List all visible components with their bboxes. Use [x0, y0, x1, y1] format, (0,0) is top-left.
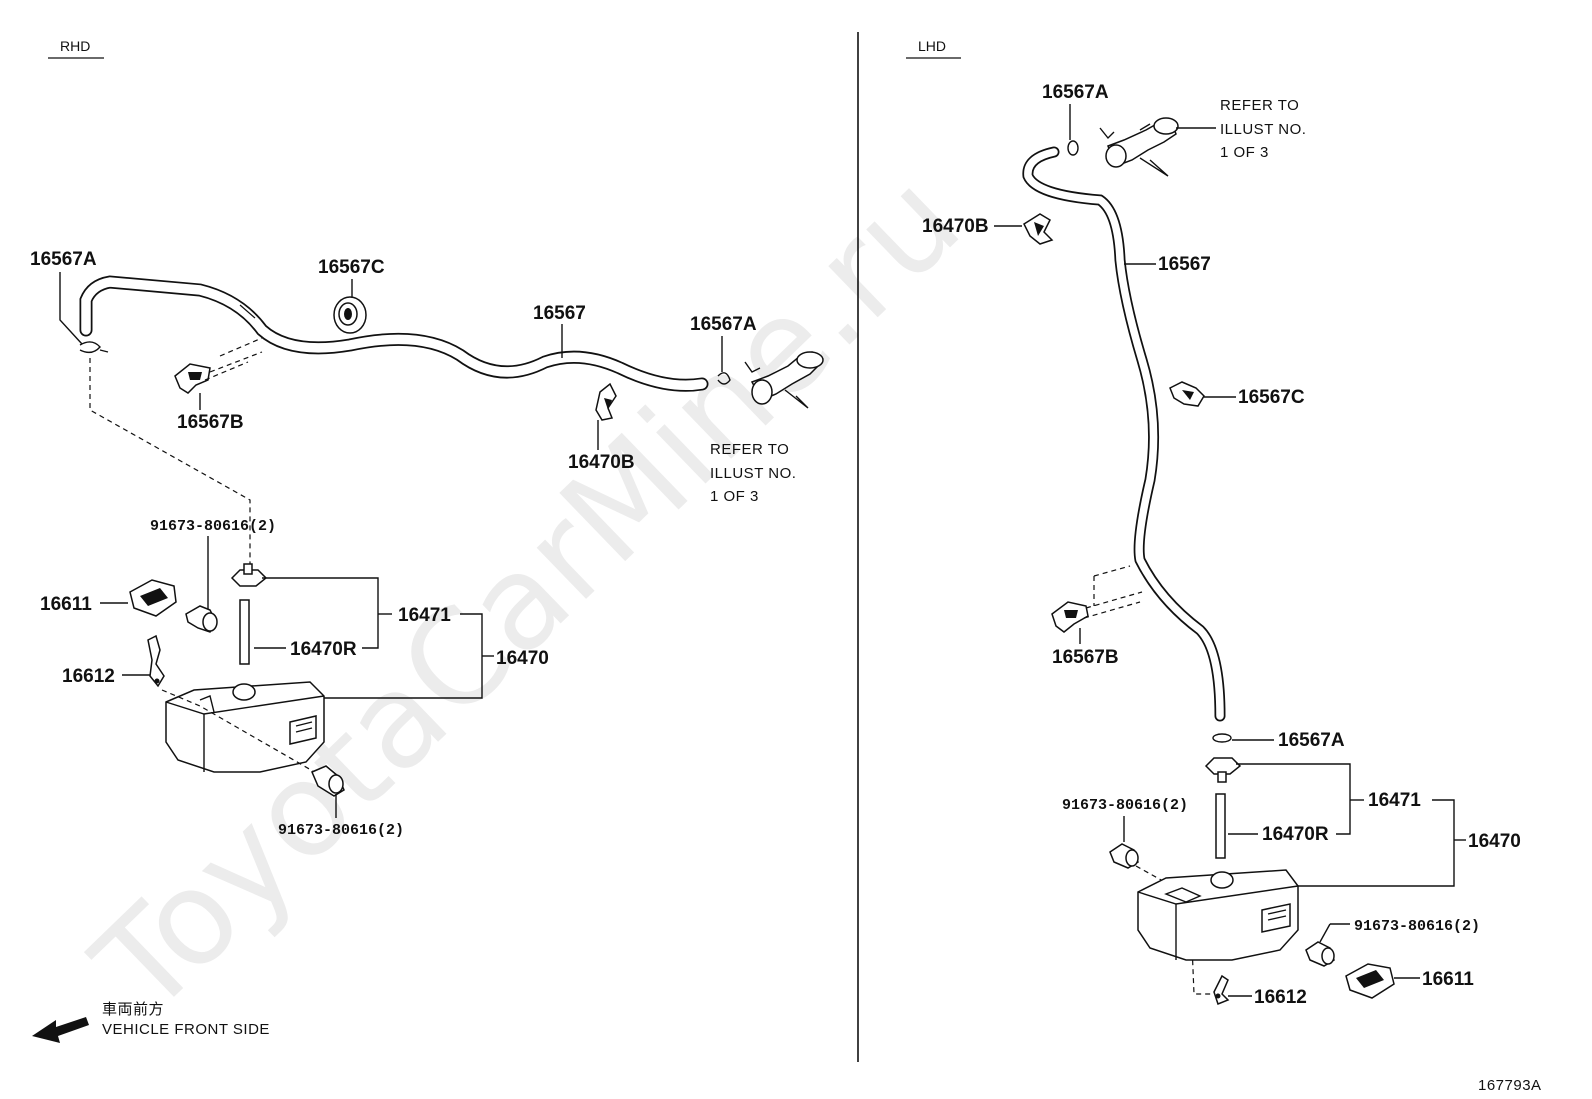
lhd-label-16611: 16611: [1422, 969, 1474, 990]
lhd-pump-16471: [1204, 757, 1242, 859]
lhd-label-16612: 16612: [1254, 987, 1307, 1008]
rhd-bracket-16612: [147, 634, 165, 688]
rhd-bracket-16611: [129, 579, 177, 617]
rhd-label-16470: 16470: [496, 648, 549, 669]
lhd-label-16471: 16471: [1368, 790, 1421, 811]
rhd-clip-16567A-right: [717, 372, 731, 385]
lhd-clip-16567A-top: [1067, 140, 1079, 156]
lhd-label-16470R: 16470R: [1262, 824, 1329, 845]
rhd-bolt-upper: [185, 605, 218, 633]
rhd-label-16611: 16611: [40, 594, 92, 615]
rhd-label-16471: 16471: [398, 605, 451, 626]
rhd-dash-clip-to-pump: [89, 358, 251, 568]
rhd-label-16470B: 16470B: [568, 452, 635, 473]
lhd-label-16567B: 16567B: [1052, 647, 1119, 668]
rhd-pump-16471: [230, 563, 268, 665]
diagram-id: 167793A: [1478, 1077, 1542, 1094]
lhd-clamp-16470B: [1023, 213, 1054, 245]
lhd-label-16470: 16470: [1468, 831, 1521, 852]
lhd-bolt-upper: [1109, 843, 1139, 869]
rhd-clamp-16567B: [174, 363, 211, 394]
lhd-clamp-16567C: [1169, 381, 1205, 407]
front-note-english: VEHICLE FRONT SIDE: [102, 1021, 270, 1038]
rhd-section: RHD: [30, 38, 824, 1043]
rhd-bolt-lower: [311, 765, 345, 797]
rhd-label-16567A-top: 16567A: [30, 249, 97, 270]
rhd-label-16567A-right: 16567A: [690, 314, 757, 335]
vehicle-front-arrow-icon: [32, 1017, 89, 1043]
lhd-hose-16567: [1022, 146, 1226, 722]
rhd-washer-nozzle: [744, 351, 824, 409]
lhd-bolt-lower: [1305, 941, 1335, 967]
lhd-header: LHD: [918, 38, 946, 54]
lhd-label-16470B: 16470B: [922, 216, 989, 237]
lhd-clamp-16567B: [1051, 601, 1089, 633]
lhd-bracket-16612: [1213, 974, 1230, 1005]
lhd-label-16567C: 16567C: [1238, 387, 1305, 408]
lhd-label-16567A-low: 16567A: [1278, 730, 1345, 751]
rhd-grommet-16567C: [333, 296, 367, 334]
rhd-refer-line2: ILLUST NO.: [710, 465, 796, 482]
rhd-label-16567C: 16567C: [318, 257, 385, 278]
rhd-clip-16567A-left: [79, 341, 109, 354]
rhd-label-bolt-lower: 91673-80616(2): [278, 822, 404, 839]
lhd-washer-nozzle: [1099, 117, 1179, 177]
lhd-refer-line2: ILLUST NO.: [1220, 121, 1306, 138]
lhd-clip-16567A-low: [1212, 733, 1232, 743]
rhd-dash-clamp: [204, 337, 263, 381]
rhd-header: RHD: [60, 38, 90, 54]
rhd-label-16612: 16612: [62, 666, 115, 687]
rhd-label-16567B: 16567B: [177, 412, 244, 433]
rhd-washer-tank: [165, 681, 325, 773]
lhd-refer-line3: 1 OF 3: [1220, 144, 1269, 161]
lhd-label-bolt-upper: 91673-80616(2): [1062, 797, 1188, 814]
lhd-bracket-16611: [1345, 963, 1395, 999]
rhd-refer-line1: REFER TO: [710, 441, 789, 458]
lhd-label-16567: 16567: [1158, 254, 1211, 275]
rhd-label-16470R: 16470R: [290, 639, 357, 660]
rhd-dash-tank-bolt: [161, 689, 319, 775]
rhd-label-16567: 16567: [533, 303, 586, 324]
lhd-label-16567A-top: 16567A: [1042, 82, 1109, 103]
lhd-washer-tank: [1137, 869, 1299, 961]
rhd-hose-16567: [79, 275, 709, 392]
rhd-label-bolt-upper: 91673-80616(2): [150, 518, 276, 535]
lhd-label-bolt-lower: 91673-80616(2): [1354, 918, 1480, 935]
rhd-clamp-16470B: [595, 382, 617, 421]
lhd-refer-line1: REFER TO: [1220, 97, 1299, 114]
lhd-section: LHD: [906, 38, 1521, 1008]
front-note-japanese: 車両前方: [102, 1001, 164, 1018]
watermark: ToyotaCarMine.ru: [65, 144, 988, 1043]
lhd-dash-clamp: [1083, 565, 1143, 619]
rhd-refer-line3: 1 OF 3: [710, 488, 759, 505]
